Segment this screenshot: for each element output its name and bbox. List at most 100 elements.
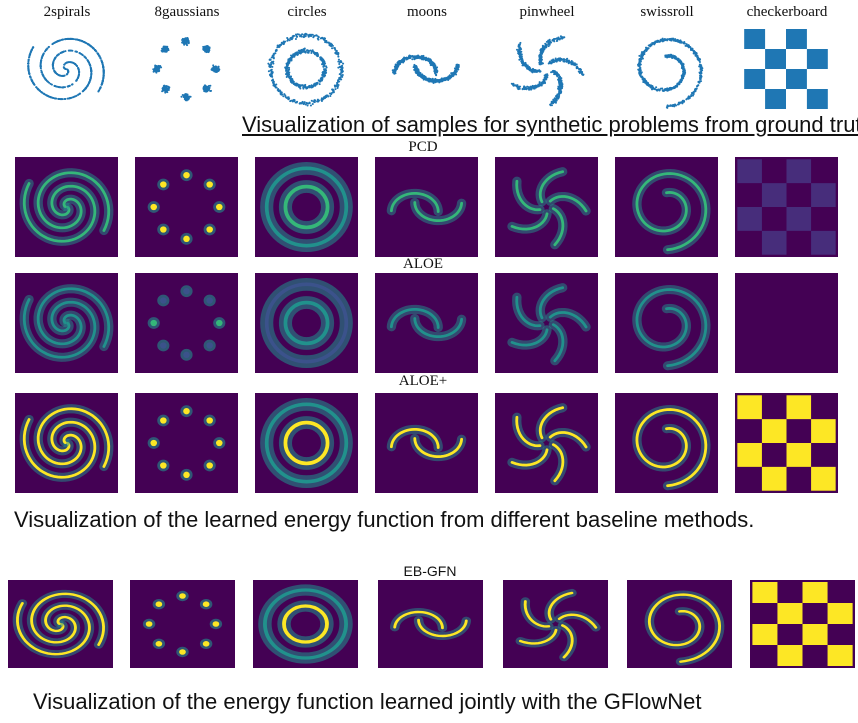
sample-point xyxy=(270,69,273,72)
sample-point xyxy=(75,38,78,41)
sample-point xyxy=(102,68,105,71)
aloe-heatmap-circles xyxy=(255,273,358,373)
sample-point xyxy=(303,101,306,104)
sample-point xyxy=(529,67,532,70)
sample-point xyxy=(39,67,42,70)
sample-point xyxy=(300,101,303,104)
eb-gfn-heatmap-8gaussians xyxy=(130,580,235,668)
sample-point xyxy=(282,40,285,43)
sample-point xyxy=(67,49,70,52)
sample-point xyxy=(552,98,555,101)
energy-block xyxy=(737,207,762,231)
sample-point xyxy=(156,67,159,70)
energy-block xyxy=(737,159,762,184)
aloe-heatmap-8gaussians xyxy=(135,273,238,373)
energy-ridge-core xyxy=(264,282,349,364)
sample-point xyxy=(75,65,79,68)
sample-point xyxy=(35,86,38,89)
sample-point xyxy=(51,64,54,67)
energy-block xyxy=(777,603,803,624)
sample-point xyxy=(326,94,329,97)
sample-point xyxy=(303,84,306,87)
sample-point xyxy=(285,69,288,72)
sample-point xyxy=(87,83,90,86)
sample-point xyxy=(209,84,212,87)
sample-point xyxy=(338,61,342,64)
sample-point xyxy=(286,61,290,64)
sample-point xyxy=(288,71,291,74)
sample-point xyxy=(165,46,168,49)
sample-point xyxy=(310,35,313,38)
sample-point xyxy=(285,76,288,78)
sample-point xyxy=(318,83,321,86)
sample-point xyxy=(435,73,438,76)
eb-gfn-heatmap-pinwheel xyxy=(503,580,608,668)
sample-point xyxy=(307,51,310,54)
sample-point xyxy=(539,70,542,73)
sample-point xyxy=(545,78,548,81)
sample-point xyxy=(212,64,215,67)
sample-point xyxy=(550,41,553,44)
sample-point xyxy=(329,95,332,98)
sample-point xyxy=(523,87,526,90)
sample-point xyxy=(543,82,546,85)
sample-block xyxy=(806,49,828,69)
heatmap-background xyxy=(735,273,838,373)
sample-point xyxy=(99,86,102,89)
sample-point xyxy=(324,71,328,74)
sample-point xyxy=(207,88,210,91)
sample-point xyxy=(448,74,451,77)
sample-point xyxy=(77,69,80,72)
energy-block xyxy=(761,419,787,443)
sample-point xyxy=(184,40,187,43)
sample-point xyxy=(402,60,405,63)
sample-point xyxy=(560,58,563,61)
sample-point xyxy=(674,85,677,88)
sample-point xyxy=(435,69,438,72)
sample-point xyxy=(523,85,526,88)
sample-point xyxy=(160,66,163,69)
sample-point xyxy=(44,50,47,53)
energy-block xyxy=(802,582,828,603)
sample-block xyxy=(786,69,807,89)
sample-point xyxy=(639,60,642,63)
sample-point xyxy=(286,64,289,67)
sample-point xyxy=(553,73,556,76)
sample-point xyxy=(305,86,308,89)
sample-point xyxy=(276,44,279,47)
sample-point xyxy=(94,49,97,52)
sample-point xyxy=(39,62,42,65)
sample-point xyxy=(668,54,671,57)
energy-ridge-core xyxy=(283,420,330,466)
sample-point xyxy=(271,78,274,81)
sample-point xyxy=(566,60,569,63)
sample-point xyxy=(188,95,191,98)
energy-block xyxy=(752,624,778,645)
sample-point xyxy=(691,94,695,97)
sample-point xyxy=(311,50,314,53)
sample-point xyxy=(81,53,84,56)
aloe-heatmap-swissroll xyxy=(615,273,718,373)
energy-ridge-core xyxy=(282,604,329,644)
sample-point xyxy=(557,88,560,91)
sample-point xyxy=(539,53,542,56)
sample-point xyxy=(280,41,283,44)
energy-ridge-core xyxy=(36,407,111,468)
energy-mode-core xyxy=(160,297,167,304)
sample-point xyxy=(74,63,77,66)
sample-block xyxy=(765,89,786,109)
energy-ridge-core xyxy=(551,207,565,247)
energy-ridge-core xyxy=(283,300,330,346)
sample-point xyxy=(551,60,554,63)
energy-mode-core xyxy=(145,621,153,627)
sample-point xyxy=(61,74,64,77)
sample-point xyxy=(203,47,207,50)
aloe-heatmap-moons xyxy=(375,273,478,373)
sample-point xyxy=(304,35,307,38)
eb-gfn-heatmap-2spirals xyxy=(8,580,113,668)
sample-point xyxy=(407,57,410,60)
sample-point xyxy=(655,86,658,89)
sample-point xyxy=(690,94,693,97)
sample-point xyxy=(455,67,458,70)
sample-point xyxy=(75,50,78,53)
